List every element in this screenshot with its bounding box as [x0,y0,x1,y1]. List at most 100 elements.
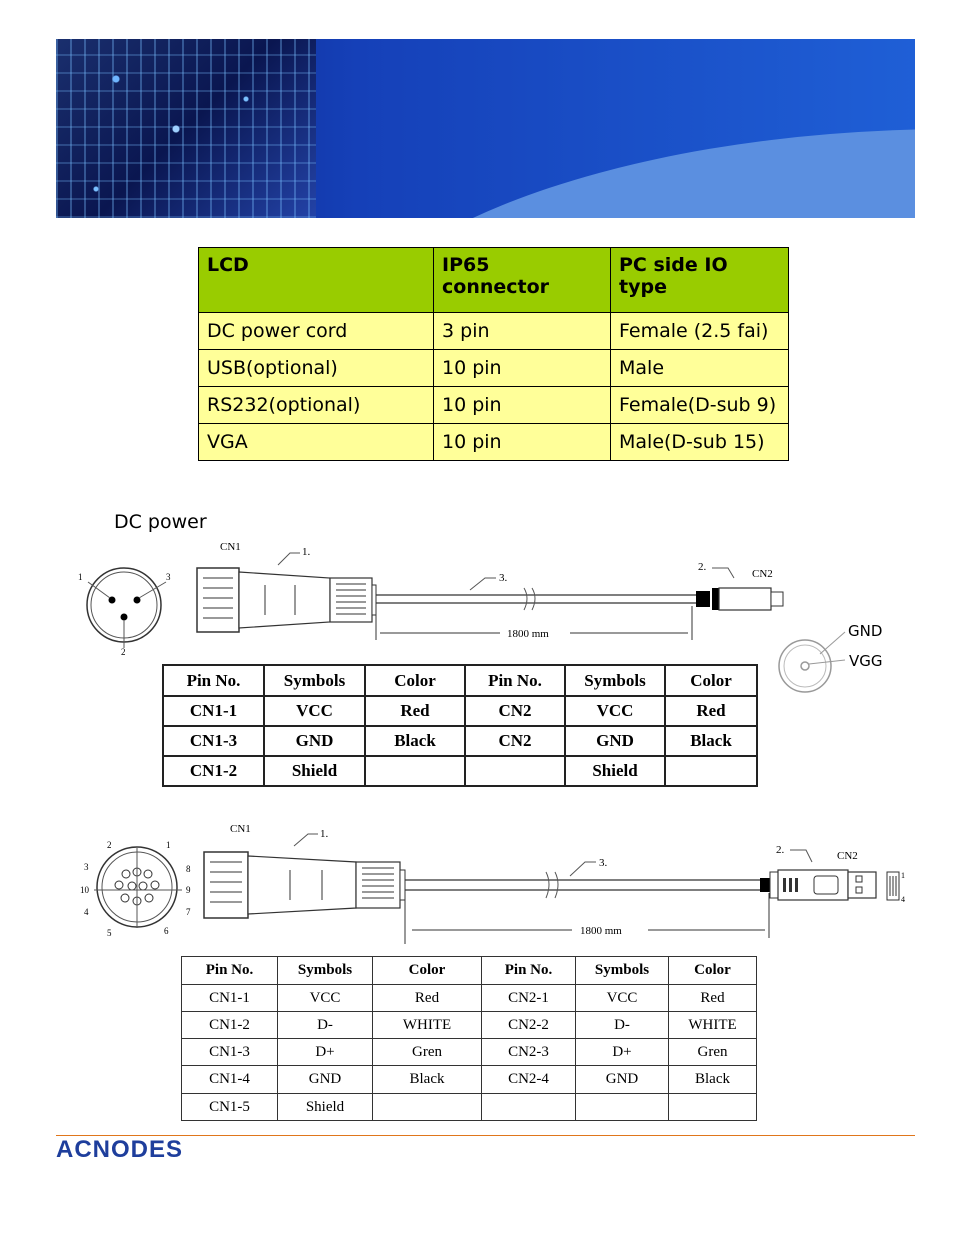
table-cell: 10 pin [433,423,611,461]
table-cell [481,1093,576,1121]
header-cell: Color [664,664,758,697]
table-cell: CN1-2 [181,1011,278,1039]
table-cell: CN2-3 [481,1038,576,1066]
table-cell: Black [372,1065,482,1094]
callout-1: 1. [302,546,311,558]
table-cell: CN2-2 [481,1011,576,1039]
header-cell: Pin No. [181,956,278,985]
table-cell: Shield [277,1093,373,1121]
usb-cable-diagram: 2 1 3 8 10 9 4 7 5 6 CN1 1. 3. 1 4 2. CN… [80,823,905,944]
table-cell: GND [564,725,666,757]
pin-label: 10 [80,885,90,895]
dc-power-cable-diagram: 1 3 2 CN1 1. 3. 2. CN2 1800 mm GND VGG [78,541,883,693]
table-row: CN1-1 VCC Red CN2 VCC Red [162,695,758,727]
pin-label: 4 [84,907,89,917]
table-cell: D+ [575,1038,669,1066]
table-cell: WHITE [668,1011,757,1039]
table-cell: CN2-4 [481,1065,576,1094]
usb-pin-table: Pin No. Symbols Color Pin No. Symbols Co… [181,956,757,1121]
header-cell: Color [364,664,466,697]
table-row: CN1-4 GND Black CN2-4 GND Black [181,1065,757,1094]
cn2-label: CN2 [837,850,858,862]
pin-label: 3 [166,572,171,582]
header-cell: Pin No. [464,664,566,697]
table-cell [464,755,566,787]
table-cell: Male [610,349,789,387]
table-cell: Red [664,695,758,727]
header-banner [56,39,915,218]
dc-power-title: DC power [114,511,207,533]
table-cell: VCC [277,984,373,1012]
table-cell: Red [668,984,757,1012]
pin-label: 7 [186,907,191,917]
table-cell: Black [364,725,466,757]
cn2-label: CN2 [752,568,773,580]
table-cell: DC power cord [198,312,434,350]
table-cell: CN1-2 [162,755,265,787]
header-cell: Pin No. [162,664,265,697]
vgg-label: VGG [849,652,883,670]
table-cell: GND [575,1065,669,1094]
table-row: CN1-3 D+ Gren CN2-3 D+ Gren [181,1038,757,1066]
connector-spec-table: LCD IP65 connector PC side IO type DC po… [198,247,789,461]
callout-3: 3. [499,572,508,584]
table-row: DC power cord 3 pin Female (2.5 fai) [198,312,789,350]
table-cell: 3 pin [433,312,611,350]
table-header-row: Pin No. Symbols Color Pin No. Symbols Co… [162,664,758,697]
pin-label: 6 [164,926,169,936]
length-label: 1800 mm [507,628,549,640]
table-cell: D+ [277,1038,373,1066]
table-row: CN1-1 VCC Red CN2-1 VCC Red [181,984,757,1012]
table-cell: RS232(optional) [198,386,434,424]
table-cell: CN1-1 [181,984,278,1012]
header-cell: Pin No. [481,956,576,985]
table-cell: Gren [372,1038,482,1066]
pin-label: 9 [186,885,191,895]
table-row: CN1-5 Shield [181,1093,757,1121]
callout-2: 2. [698,561,707,573]
table-cell: 10 pin [433,349,611,387]
table-cell: CN2 [464,695,566,727]
table-cell: 10 pin [433,386,611,424]
table-cell: Female(D-sub 9) [610,386,789,424]
table-cell: Black [664,725,758,757]
gnd-label: GND [848,622,882,640]
table-cell: VCC [564,695,666,727]
acnodes-logo: ACNODES [56,1136,184,1163]
table-cell: Male(D-sub 15) [610,423,789,461]
callout-3: 3. [599,857,608,869]
pin-label: 5 [107,928,112,938]
length-label: 1800 mm [580,925,622,937]
header-cell: Symbols [564,664,666,697]
table-cell: D- [277,1011,373,1039]
plug-pin-label: 4 [901,895,905,904]
table-cell: USB(optional) [198,349,434,387]
table-cell: CN2-1 [481,984,576,1012]
header-cell: PC side IO type [610,247,789,313]
callout-2: 2. [776,844,785,856]
header-cell: Symbols [277,956,373,985]
table-cell: VCC [263,695,366,727]
table-cell: CN1-3 [162,725,265,757]
pin-label: 1 [166,840,171,850]
table-cell: VCC [575,984,669,1012]
table-row: VGA 10 pin Male(D-sub 15) [198,423,789,461]
circuit-board-image [56,39,316,218]
table-cell: CN1-4 [181,1065,278,1094]
header-cell: Color [372,956,482,985]
table-cell: Red [364,695,466,727]
table-cell: CN1-1 [162,695,265,727]
table-header-row: Pin No. Symbols Color Pin No. Symbols Co… [181,956,757,985]
table-cell: CN1-5 [181,1093,278,1121]
table-cell: Female (2.5 fai) [610,312,789,350]
table-cell [372,1093,482,1121]
table-row: CN1-3 GND Black CN2 GND Black [162,725,758,757]
table-row: CN1-2 Shield Shield [162,755,758,787]
cn1-label: CN1 [230,823,251,835]
table-header-row: LCD IP65 connector PC side IO type [198,247,789,313]
table-row: RS232(optional) 10 pin Female(D-sub 9) [198,386,789,424]
table-cell: Shield [263,755,366,787]
table-cell [668,1093,757,1121]
callout-1: 1. [320,828,329,840]
table-cell: Red [372,984,482,1012]
